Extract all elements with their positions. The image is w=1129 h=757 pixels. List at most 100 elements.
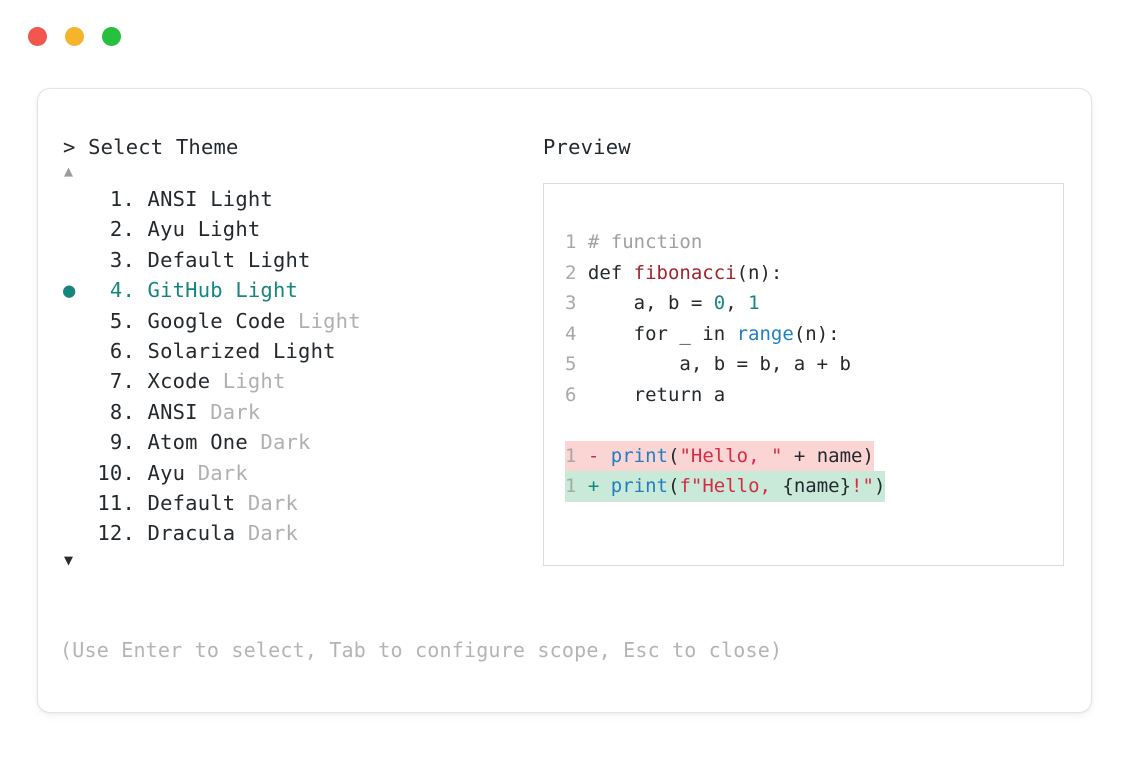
theme-item-name: Ayu: [135, 217, 186, 242]
theme-list-item[interactable]: 5. Google Code Light: [63, 306, 523, 336]
theme-item-name: Solarized: [135, 338, 261, 363]
theme-item-number: 8.: [97, 399, 135, 424]
keyboard-hint: (Use Enter to select, Tab to configure s…: [60, 638, 783, 662]
theme-item-number: 9.: [97, 430, 135, 455]
theme-list-item[interactable]: 6. Solarized Light: [63, 336, 523, 366]
theme-list-item[interactable]: 11. Default Dark: [63, 488, 523, 518]
code-token: fibonacci: [633, 261, 737, 284]
code-line: 6 return a: [565, 380, 725, 411]
maximize-dot[interactable]: [102, 27, 121, 46]
code-token: return a: [576, 383, 726, 406]
code-token: def: [576, 261, 634, 284]
theme-list-item[interactable]: 3. Default Light: [63, 245, 523, 275]
theme-list-item[interactable]: 12. Dracula Dark: [63, 518, 523, 548]
line-number: 1: [565, 475, 577, 497]
theme-list-item[interactable]: 1. ANSI Light: [63, 184, 523, 214]
code-token: for _ in: [576, 322, 737, 345]
code-token: !": [851, 475, 874, 497]
theme-item-variant: Light: [222, 278, 299, 303]
selected-bullet-icon: [63, 518, 89, 548]
theme-item-variant: Light: [210, 369, 286, 394]
theme-item-name: Dracula: [135, 521, 236, 546]
selected-bullet-icon: ●: [63, 278, 76, 303]
scroll-down-arrow[interactable]: ▼: [64, 550, 74, 569]
code-token: ,: [725, 292, 749, 314]
code-token: 1: [748, 292, 760, 314]
code-token: {name}: [782, 475, 852, 497]
selected-bullet-icon: [63, 427, 89, 457]
theme-item-variant: Light: [185, 217, 261, 242]
code-line: 4 for _ in range(n):: [565, 319, 840, 350]
line-number: 1: [565, 231, 577, 253]
selected-bullet-icon: [63, 306, 89, 336]
theme-list-item[interactable]: 7. Xcode Light: [63, 366, 523, 396]
theme-item-variant: Light: [285, 308, 361, 333]
selected-bullet-icon: [63, 366, 89, 396]
scroll-up-arrow[interactable]: ▲: [64, 162, 74, 180]
theme-item-number: 3.: [97, 247, 135, 272]
theme-item-name: Default: [135, 247, 236, 272]
code-blank-line: [565, 410, 885, 441]
code-token: # function: [576, 231, 703, 253]
theme-item-number: 4.: [97, 278, 135, 303]
theme-item-variant: Dark: [235, 521, 299, 546]
diff-removed-line: 1 - print("Hello, " + name): [565, 440, 874, 471]
theme-item-number: 1.: [97, 187, 135, 211]
theme-list: 1. ANSI Light 2. Ayu Light 3. Default Li…: [63, 184, 523, 549]
line-number: 4: [565, 322, 577, 345]
code-token: (: [668, 444, 680, 467]
preview-label: Preview: [543, 135, 631, 159]
code-token: 0: [713, 292, 726, 314]
theme-picker-card: > Select Theme ▲ 1. ANSI Light 2. Ayu Li…: [37, 88, 1092, 713]
code-token: (: [668, 475, 680, 497]
theme-item-number: 6.: [97, 338, 135, 363]
theme-item-name: GitHub: [135, 278, 223, 303]
line-number: 5: [565, 353, 577, 375]
theme-item-name: ANSI: [135, 399, 198, 424]
selected-bullet-icon: [63, 184, 89, 214]
code-token: ): [873, 475, 886, 497]
theme-item-number: 10.: [97, 460, 135, 485]
code-token: [599, 475, 610, 497]
code-token: a, b = b, a + b: [576, 353, 851, 375]
selected-bullet-icon: [63, 214, 89, 244]
selected-bullet-icon: [63, 488, 89, 518]
window-controls: [28, 27, 121, 46]
code-token: f"Hello,: [679, 475, 783, 497]
theme-item-name: Google Code: [135, 308, 286, 333]
selected-bullet-icon: [63, 336, 89, 366]
code-line: 3 a, b = 0, 1: [565, 288, 760, 319]
theme-item-variant: Light: [260, 338, 336, 363]
line-number: 6: [565, 383, 577, 406]
diff-added-line: 1 + print(f"Hello, {name}!"): [565, 471, 886, 502]
code-token: print: [610, 444, 668, 467]
theme-list-item[interactable]: 8. ANSI Dark: [63, 397, 523, 427]
close-dot[interactable]: [28, 27, 47, 46]
theme-list-item[interactable]: ● 4. GitHub Light: [63, 275, 523, 305]
page-title: > Select Theme: [63, 135, 239, 159]
theme-list-item[interactable]: 9. Atom One Dark: [63, 427, 523, 457]
minimize-dot[interactable]: [65, 27, 84, 46]
theme-item-variant: Light: [235, 247, 311, 272]
theme-list-item[interactable]: 2. Ayu Light: [63, 214, 523, 244]
theme-list-item[interactable]: 10. Ayu Dark: [63, 458, 523, 488]
theme-item-name: Ayu: [135, 460, 186, 485]
code-token: print: [610, 475, 668, 497]
code-token: (n):: [736, 261, 783, 284]
line-number: 3: [565, 292, 577, 314]
theme-item-name: Atom One: [135, 430, 248, 455]
selected-bullet-icon: [63, 458, 89, 488]
code-line: 2 def fibonacci(n):: [565, 258, 782, 289]
theme-item-number: 7.: [97, 369, 135, 394]
theme-item-variant: Light: [197, 187, 273, 211]
diff-sign: +: [576, 475, 600, 497]
theme-item-number: 12.: [97, 521, 135, 546]
theme-item-variant: Dark: [247, 430, 311, 455]
theme-selector-pane: > Select Theme ▲ 1. ANSI Light 2. Ayu Li…: [63, 134, 523, 573]
theme-item-number: 5.: [97, 308, 135, 333]
selected-bullet-icon: [63, 397, 89, 427]
code-token: [599, 445, 610, 467]
